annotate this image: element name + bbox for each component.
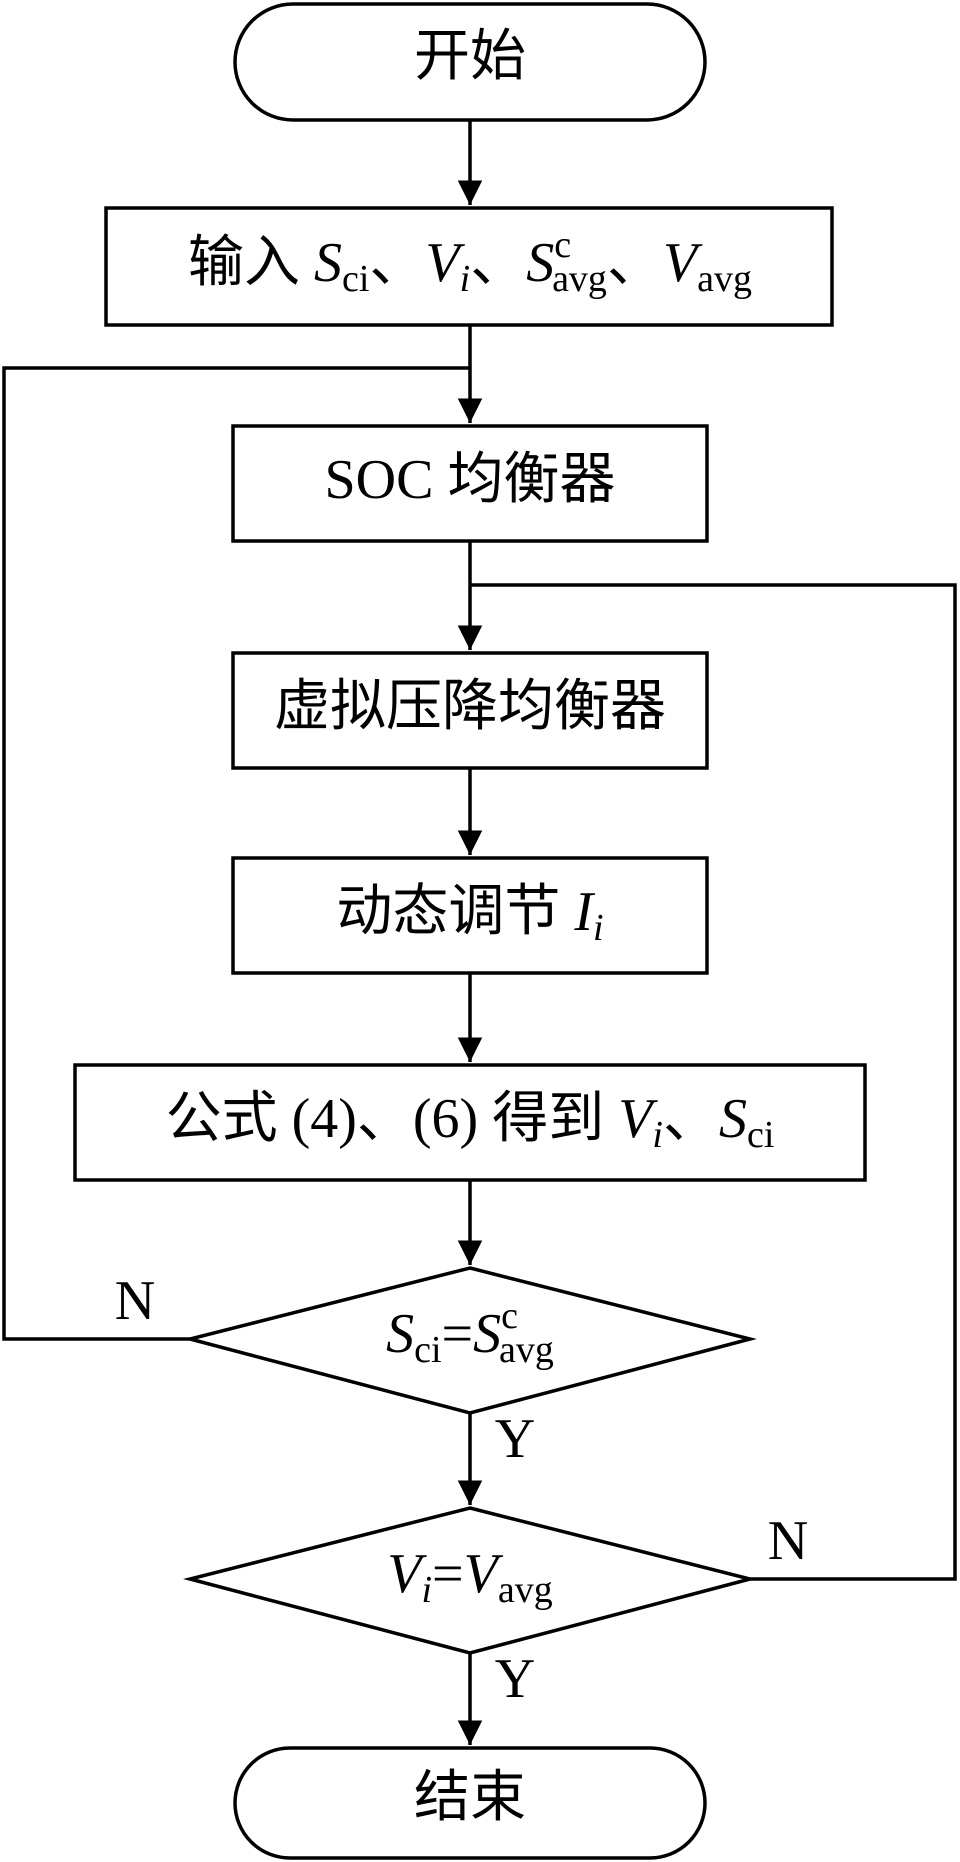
d2-vavg-sub: avg — [498, 1569, 553, 1611]
input-prefix: 输入 — [188, 232, 314, 294]
formula-prefix: 公式 (4)、(6) 得到 — [166, 1088, 619, 1150]
input-box — [104, 206, 834, 327]
input-sep-2: 、 — [470, 232, 526, 294]
d2-yes-label: Y — [495, 1648, 535, 1710]
input-sep-1: 、 — [369, 232, 425, 294]
d2-v-var: V — [387, 1543, 427, 1605]
input-sep-3: 、 — [607, 232, 663, 294]
decision-voltage-equal — [183, 1506, 757, 1655]
d1-s-sub: ci — [414, 1329, 441, 1371]
vdrop-balancer-label: 虚拟压降均衡器 — [274, 676, 666, 738]
formula-s-sub: ci — [747, 1114, 774, 1156]
d2-no-label: N — [768, 1510, 808, 1572]
d1-yes-label: Y — [495, 1408, 535, 1470]
input-savg-sup: c — [554, 224, 571, 266]
input-vavg-sub: avg — [697, 258, 752, 300]
input-s-var: S — [314, 232, 342, 294]
input-v-var: V — [425, 232, 465, 294]
input-savg-sub: avg — [552, 258, 607, 300]
dynamic-i-var: I — [573, 881, 595, 943]
d2-eq: = — [432, 1543, 464, 1605]
d1-no-label: N — [115, 1270, 155, 1332]
decision-soc-equal — [183, 1266, 757, 1415]
d1-s-var: S — [386, 1303, 414, 1365]
d1-eq: = — [442, 1303, 474, 1365]
formula-v-sub: i — [652, 1114, 663, 1156]
end-terminal — [233, 1746, 707, 1860]
formula-sep: 、 — [663, 1088, 719, 1150]
d1-savg-var: S — [473, 1303, 501, 1365]
edge-decision2-no-loop — [470, 583, 957, 1581]
formula-box — [73, 1063, 867, 1182]
input-savg-var: S — [526, 232, 554, 294]
start-terminal — [233, 2, 707, 122]
input-vavg-var: V — [663, 232, 703, 294]
dynamic-i-sub: i — [593, 907, 604, 949]
decision-voltage-equal-label: Vi=Vavg — [387, 1543, 552, 1611]
dynamic-prefix: 动态调节 — [336, 881, 574, 943]
d2-v-sub: i — [421, 1569, 432, 1611]
vdrop-balancer-box — [231, 651, 709, 770]
edge-decision1-no-loop — [2, 366, 470, 1341]
dynamic-adjust-label: 动态调节 Ii — [336, 881, 603, 949]
formula-v-var: V — [618, 1088, 658, 1150]
soc-balancer-box — [231, 424, 709, 543]
formula-s-var: S — [719, 1088, 747, 1150]
input-s-sub-c: ci — [342, 258, 369, 300]
start-label: 开始 — [414, 26, 526, 88]
d1-savg-sup: c — [501, 1295, 518, 1337]
dynamic-adjust-box — [231, 856, 709, 975]
end-label: 结束 — [414, 1767, 526, 1829]
d1-savg-sub: avg — [499, 1329, 554, 1371]
formula-label: 公式 (4)、(6) 得到 Vi、Sci — [166, 1088, 775, 1156]
soc-balancer-label: SOC 均衡器 — [325, 449, 616, 511]
input-v-sub: i — [460, 258, 471, 300]
d2-vavg-var: V — [464, 1543, 504, 1605]
